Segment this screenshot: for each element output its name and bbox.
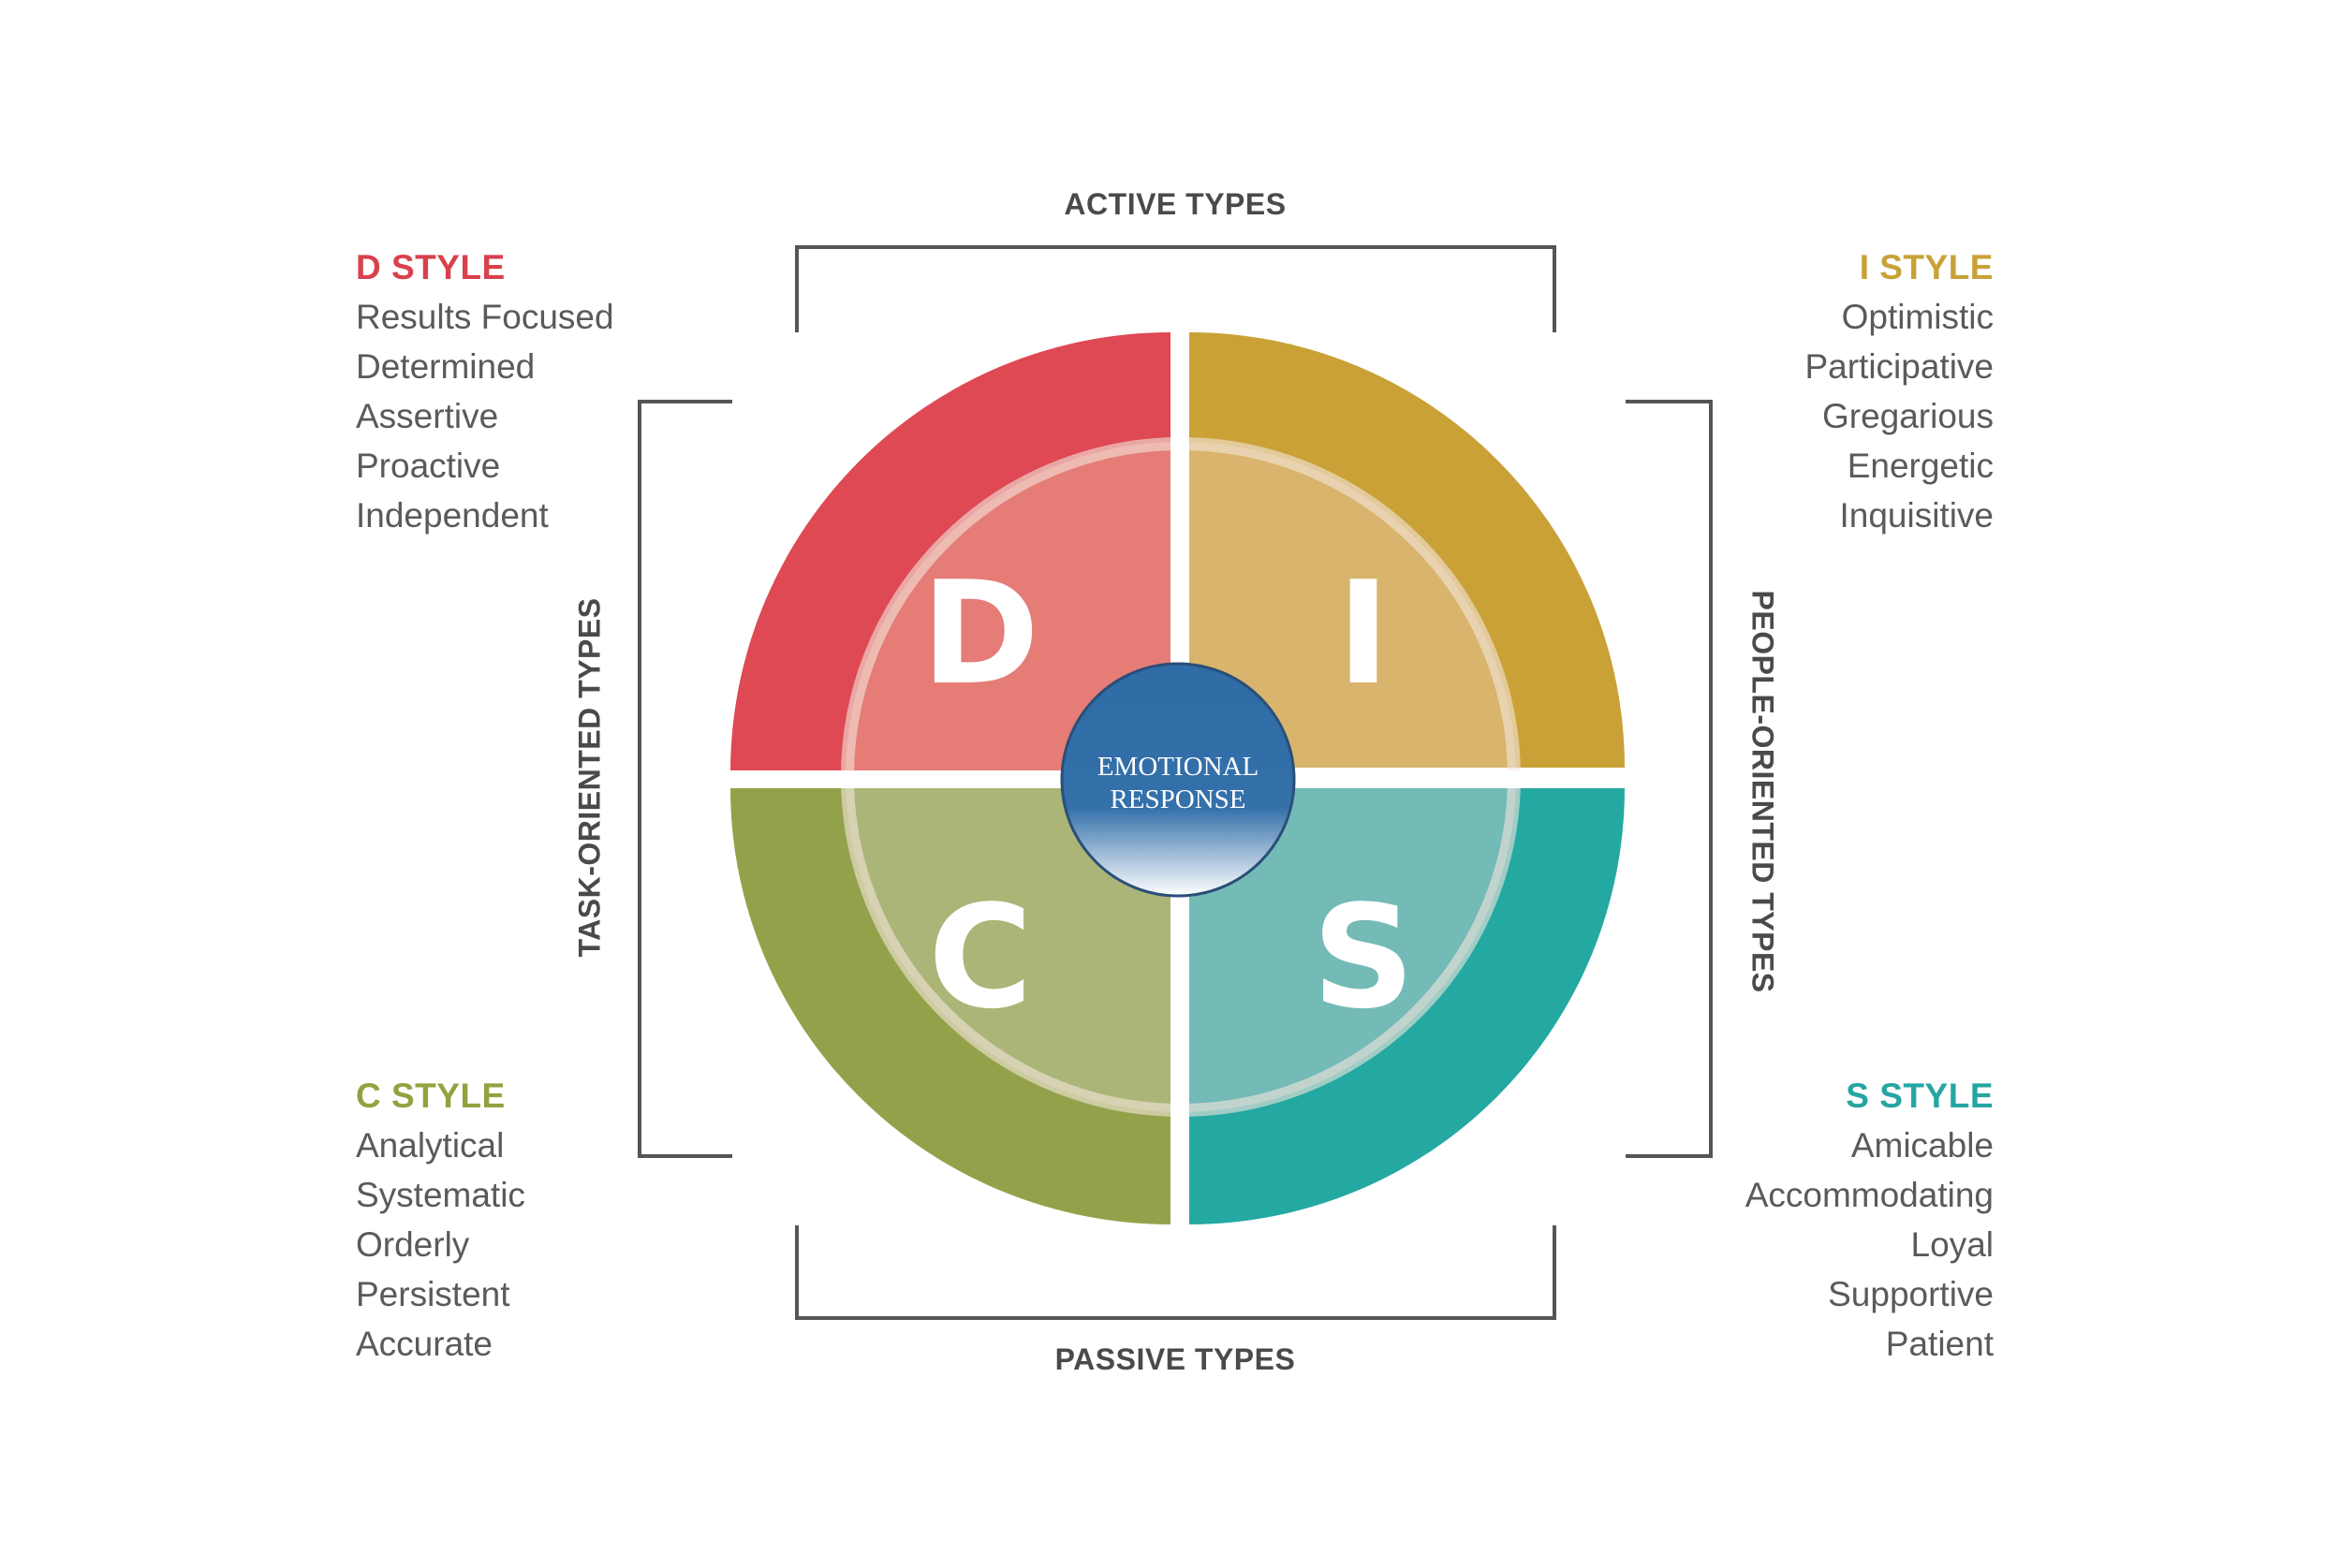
passive-types-label: PASSIVE TYPES: [1054, 1342, 1296, 1376]
s-trait: Loyal: [1910, 1225, 1994, 1264]
bottom-bracket: [795, 1225, 1556, 1320]
s-letter: S: [1312, 874, 1414, 1040]
s-trait: Accommodating: [1745, 1176, 1994, 1214]
d-trait: Assertive: [356, 397, 499, 435]
s-trait: Amicable: [1850, 1126, 1994, 1165]
center-label-line-2: RESPONSE: [1110, 784, 1245, 814]
c-style-block: C STYLE Analytical Systematic Orderly Pe…: [356, 1072, 880, 1369]
people-oriented-types-label: PEOPLE-ORIENTED TYPES: [1745, 590, 1780, 993]
i-trait: Inquisitive: [1839, 496, 1994, 535]
d-trait: Determined: [356, 347, 536, 386]
i-style-title: I STYLE: [1859, 248, 1994, 286]
task-oriented-types-label: TASK-ORIENTED TYPES: [572, 597, 607, 958]
d-letter: D: [921, 550, 1039, 716]
s-trait: Supportive: [1828, 1275, 1994, 1313]
right-bracket: [1626, 400, 1713, 1158]
s-style-block: S STYLE Amicable Accommodating Loyal Sup…: [1469, 1072, 1994, 1369]
c-style-title: C STYLE: [356, 1077, 506, 1115]
i-trait: Optimistic: [1841, 298, 1994, 336]
d-style-block: D STYLE Results Focused Determined Asser…: [356, 243, 880, 540]
active-types-label: ACTIVE TYPES: [1064, 187, 1287, 221]
c-trait: Persistent: [356, 1275, 510, 1313]
d-style-title: D STYLE: [356, 248, 506, 286]
i-trait: Energetic: [1847, 447, 1994, 485]
s-style-title: S STYLE: [1846, 1077, 1994, 1115]
i-trait: Participative: [1804, 347, 1994, 386]
c-trait: Orderly: [356, 1225, 470, 1264]
c-trait: Analytical: [356, 1126, 505, 1165]
c-trait: Systematic: [356, 1176, 525, 1214]
center-circle: [1060, 662, 1296, 898]
c-trait: Accurate: [356, 1325, 493, 1363]
i-letter: I: [1337, 550, 1391, 716]
d-trait: Results Focused: [356, 298, 614, 336]
left-bracket: [638, 400, 732, 1158]
s-trait: Patient: [1885, 1325, 1994, 1363]
center-label-line-1: EMOTIONAL: [1097, 752, 1259, 782]
d-trait: Independent: [356, 496, 549, 535]
top-bracket: [795, 245, 1556, 332]
axis-brackets: [638, 245, 1713, 1320]
c-letter: C: [928, 874, 1033, 1040]
i-style-block: I STYLE Optimistic Participative Gregari…: [1469, 243, 1994, 540]
d-trait: Proactive: [356, 447, 501, 485]
i-trait: Gregarious: [1821, 397, 1994, 435]
